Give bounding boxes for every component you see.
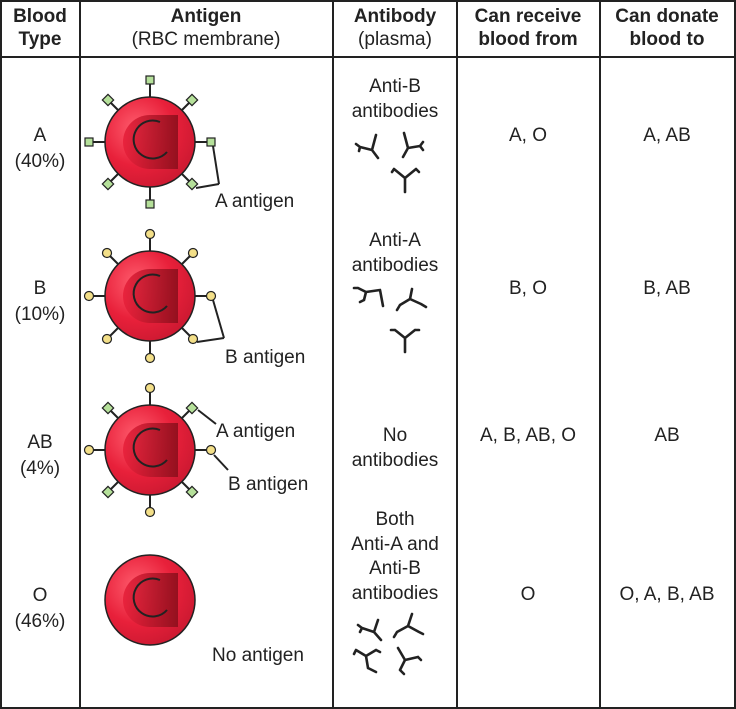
anti-a-antibody-icon <box>352 286 428 354</box>
header-antibody-sub: (plasma) <box>358 29 432 50</box>
blood-type-percent: (46%) <box>15 611 66 632</box>
header-receive-line2: blood from <box>478 29 577 50</box>
can-receive-value: A, O <box>509 125 547 146</box>
blood-type-percent: (10%) <box>15 304 66 325</box>
antibody-label-line1: Both <box>375 509 414 530</box>
can-receive-value: A, B, AB, O <box>480 425 576 446</box>
row-type-o: O (46%) No antigen Both Anti-A and Anti-… <box>15 509 715 676</box>
antibody-label-line3: Anti-B <box>369 558 421 579</box>
red-blood-cell-icon <box>93 392 207 508</box>
antibody-label-line4: antibodies <box>352 583 439 604</box>
red-blood-cell-icon <box>93 84 207 200</box>
antibody-label-line1: Anti-B <box>369 76 421 97</box>
can-donate-value: AB <box>654 425 679 446</box>
a-antigen-icon <box>84 75 216 209</box>
header-antigen: Antigen <box>171 6 242 27</box>
antigen-pointer-lines <box>195 145 220 189</box>
can-receive-value: O <box>521 584 536 605</box>
red-blood-cell-icon <box>104 554 196 646</box>
antibody-label-line1: Anti-A <box>369 230 421 251</box>
antigen-pointer-lines <box>196 299 225 343</box>
no-antigen-label: No antigen <box>212 645 304 666</box>
anti-b-antibody-icon <box>354 131 425 194</box>
antibody-label-line1: No <box>383 425 407 446</box>
blood-type-percent: (40%) <box>15 151 66 172</box>
b-antigen-icon <box>83 228 217 364</box>
can-donate-value: A, AB <box>643 125 691 146</box>
row-type-b: B (10%) <box>15 228 691 368</box>
header-antigen-sub: (RBC membrane) <box>132 29 281 50</box>
b-antigen-label: B antigen <box>225 347 305 368</box>
header-blood-type-line2: Type <box>19 29 62 50</box>
a-antigen-label: A antigen <box>215 191 294 212</box>
blood-type-label: AB <box>27 432 52 453</box>
b-antigen-label: B antigen <box>228 474 308 495</box>
antibody-label-line2: antibodies <box>352 450 439 471</box>
row-type-ab: AB (4%) <box>20 382 680 518</box>
anti-a-and-anti-b-antibody-icon <box>352 612 425 676</box>
a-antigen-icon <box>101 401 199 499</box>
blood-type-percent: (4%) <box>20 458 60 479</box>
antigen-pointer-lines <box>197 409 229 471</box>
b-antigen-icon <box>83 382 217 518</box>
antibody-label-line2: Anti-A and <box>351 534 439 555</box>
header-donate-line2: blood to <box>630 29 705 50</box>
blood-type-label: B <box>34 278 47 299</box>
a-antigen-label: A antigen <box>216 421 295 442</box>
header-blood-type-line1: Blood <box>13 6 67 27</box>
header-receive-line1: Can receive <box>475 6 582 27</box>
table-header: Blood Type Antigen (RBC membrane) Antibo… <box>13 6 719 50</box>
blood-type-label: O <box>33 585 48 606</box>
antibody-label-line2: antibodies <box>352 255 439 276</box>
red-blood-cell-icon <box>93 238 207 354</box>
header-antibody: Antibody <box>354 6 437 27</box>
can-donate-value: O, A, B, AB <box>619 584 714 605</box>
blood-type-label: A <box>34 125 47 146</box>
can-receive-value: B, O <box>509 278 547 299</box>
can-donate-value: B, AB <box>643 278 691 299</box>
row-type-a: A (40%) <box>15 75 691 212</box>
header-donate-line1: Can donate <box>615 6 718 27</box>
antibody-label-line2: antibodies <box>352 101 439 122</box>
